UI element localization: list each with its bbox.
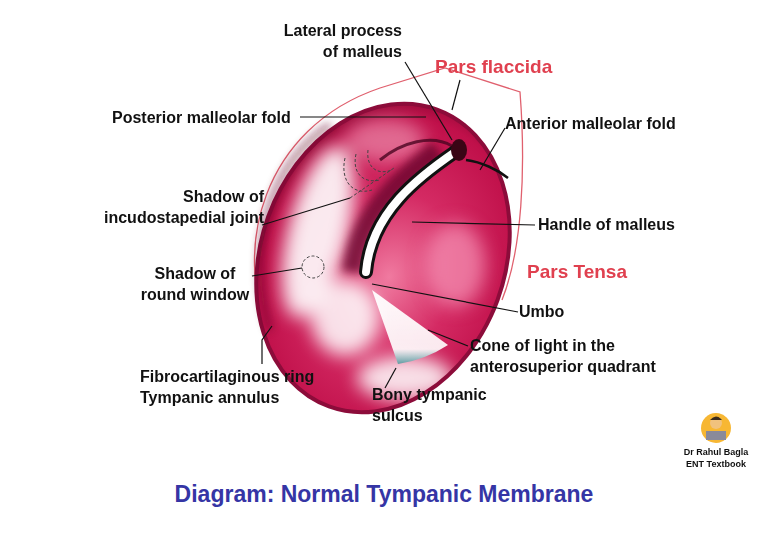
part-label: Posterior malleolar fold bbox=[112, 107, 291, 128]
leader-line bbox=[412, 222, 535, 225]
figure-caption: Diagram: Normal Tympanic Membrane bbox=[0, 480, 768, 508]
part-label: Cone of light in the anterosuperior quad… bbox=[470, 335, 665, 377]
region-label: Pars flaccida bbox=[435, 56, 552, 77]
anterior-fold bbox=[466, 160, 508, 178]
leader-line bbox=[262, 198, 350, 225]
leader-line bbox=[480, 128, 505, 170]
leader-line bbox=[262, 326, 272, 364]
part-label: Handle of malleus bbox=[538, 214, 675, 235]
watermark-text: Dr Rahul Bagla bbox=[671, 446, 761, 458]
dashed-outline bbox=[368, 150, 392, 172]
leader-line bbox=[452, 80, 460, 110]
part-label: Fibrocartilaginous ring Tympanic annulus bbox=[140, 366, 320, 408]
malleus-handle-outline bbox=[366, 152, 455, 272]
incudostapedial-shadow bbox=[344, 150, 394, 198]
badge-circle bbox=[701, 413, 731, 443]
lateral-process bbox=[451, 139, 467, 161]
cone-of-light bbox=[372, 290, 448, 364]
leader-line bbox=[300, 116, 426, 117]
leader-line bbox=[372, 284, 518, 312]
leader-line bbox=[252, 268, 302, 276]
part-label: Shadow of incudostapedial joint bbox=[92, 186, 264, 228]
badge-hair bbox=[710, 417, 722, 421]
round-window-shadow bbox=[302, 256, 324, 278]
leader-line bbox=[428, 330, 468, 346]
badge-laptop bbox=[706, 431, 726, 440]
rim-shadow bbox=[260, 125, 330, 330]
author-badge bbox=[701, 413, 731, 443]
part-label: Shadow of round window bbox=[136, 263, 254, 305]
leader-line bbox=[385, 368, 396, 388]
malleus-handle bbox=[366, 152, 455, 272]
part-label: Anterior malleolar fold bbox=[505, 113, 676, 134]
part-label: Lateral process of malleus bbox=[277, 20, 402, 62]
part-label: Bony tympanic sulcus bbox=[372, 384, 492, 426]
light-patch bbox=[311, 280, 379, 356]
part-label: Umbo bbox=[519, 301, 564, 322]
region-label: Pars Tensa bbox=[527, 261, 627, 282]
light-patch bbox=[425, 223, 485, 307]
badge-face bbox=[710, 417, 722, 429]
dashed-outline bbox=[350, 168, 394, 198]
watermark-text: ENT Textbook bbox=[671, 458, 761, 470]
